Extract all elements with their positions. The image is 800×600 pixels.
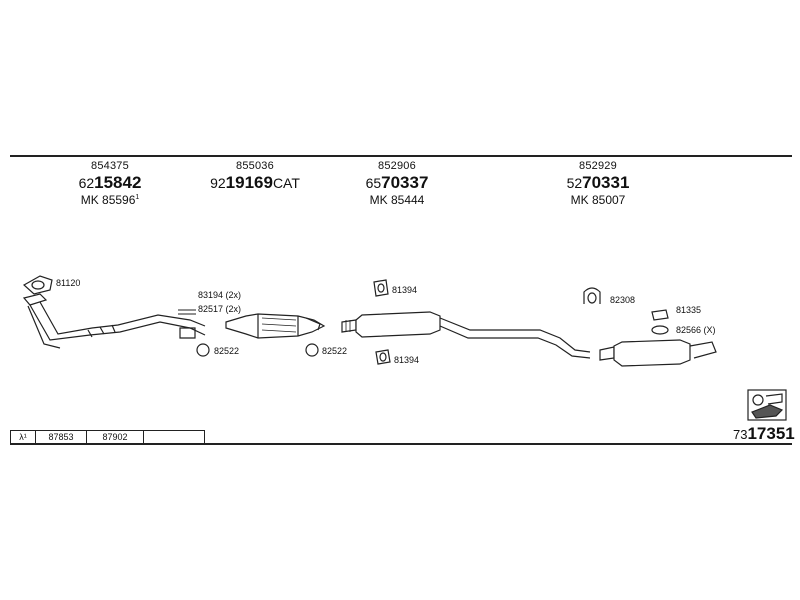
rear-silencer-icon bbox=[599, 339, 717, 367]
column-ref: 855036 bbox=[236, 160, 274, 172]
part-label: 83194 (2x) bbox=[198, 290, 242, 300]
part-label: 82522 bbox=[214, 346, 240, 356]
rubber-hanger-icon bbox=[373, 279, 389, 297]
gasket-icon bbox=[651, 309, 669, 321]
part-label: 81120 bbox=[56, 278, 81, 288]
part-label: 81335 bbox=[676, 305, 702, 315]
gasket-icon bbox=[22, 275, 53, 295]
sensor-cell: 87902 bbox=[86, 430, 143, 444]
part-label: 82566 (X) bbox=[676, 325, 716, 335]
column-ref: 852906 bbox=[378, 160, 416, 172]
sensor-cell: 87853 bbox=[35, 430, 86, 444]
part-number: 9219169CAT bbox=[210, 173, 300, 192]
footer-divider bbox=[10, 443, 792, 445]
part-label: 81394 bbox=[392, 285, 418, 295]
part-label: 82308 bbox=[610, 295, 636, 305]
header-divider bbox=[10, 155, 792, 157]
column-ref: 854375 bbox=[91, 160, 129, 172]
mount-kit: MK 85444 bbox=[369, 193, 425, 207]
part-label: 82522 bbox=[322, 346, 348, 356]
part-label: 82517 (2x) bbox=[198, 304, 242, 314]
catalyst-icon bbox=[225, 313, 326, 339]
mount-kit: MK 855961 bbox=[80, 193, 140, 207]
rubber-hanger-icon bbox=[375, 349, 391, 365]
sensor-cell bbox=[143, 430, 205, 444]
lambda-cell: λ¹ bbox=[10, 430, 35, 444]
middle-silencer-icon bbox=[341, 311, 591, 359]
part-number: 6215842 bbox=[78, 173, 142, 192]
diagram-ident: 7317351 bbox=[733, 424, 795, 443]
u-clamp-icon bbox=[583, 287, 601, 304]
vehicle-diagram-icon bbox=[747, 389, 787, 421]
sensor-table: λ¹ 87853 87902 bbox=[10, 430, 205, 444]
part-number: 6570337 bbox=[365, 173, 429, 192]
column-middle-silencer: 852906 6570337 MK 85444 bbox=[366, 160, 429, 207]
part-number: 5270331 bbox=[566, 173, 630, 192]
column-ref: 852929 bbox=[579, 160, 617, 172]
mount-kit: MK 85007 bbox=[570, 193, 626, 207]
part-label: 81394 bbox=[394, 355, 420, 365]
front-pipe-icon bbox=[22, 293, 206, 349]
column-catalyst: 855036 9219169CAT bbox=[210, 160, 300, 193]
ring-icon bbox=[196, 343, 210, 357]
seal-ring-icon bbox=[651, 325, 669, 335]
column-rear-silencer: 852929 5270331 MK 85007 bbox=[567, 160, 630, 207]
clamp-icon bbox=[178, 309, 196, 339]
ring-icon bbox=[305, 343, 319, 357]
column-exhaust-downpipe: 854375 6215842 MK 855961 bbox=[79, 160, 142, 207]
